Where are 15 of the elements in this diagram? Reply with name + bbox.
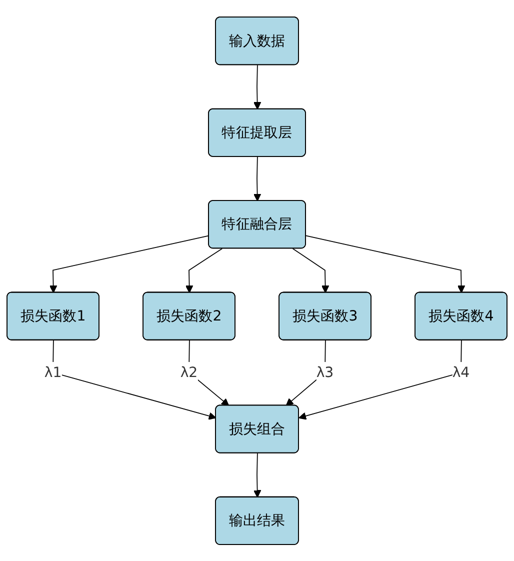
edge-label: λ2 [180,363,198,380]
edge-label: λ4 [452,363,470,380]
arrow [253,452,262,498]
edge-label: λ3 [316,363,334,380]
arrow [306,234,466,293]
arrow [188,340,230,406]
arrow [253,156,262,202]
arrow [286,340,326,406]
arrow [52,340,216,420]
arrow [292,248,330,293]
arrow [253,64,262,110]
edge-label: λ1 [44,363,62,380]
arrow [298,340,462,420]
arrow [49,234,210,293]
arrow [185,248,223,293]
